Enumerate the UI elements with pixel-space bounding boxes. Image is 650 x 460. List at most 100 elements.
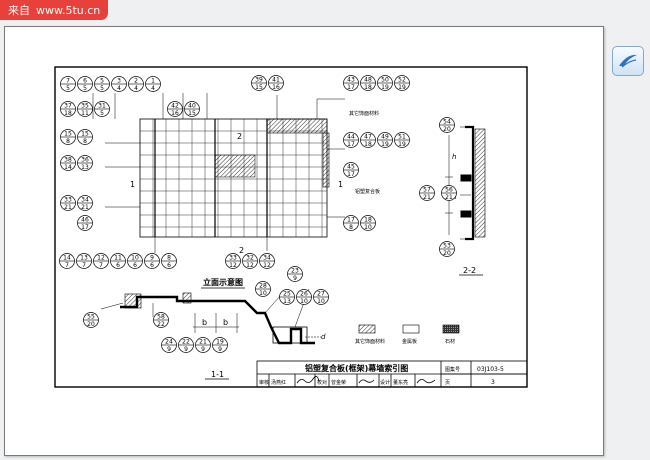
- bubble-page: 8: [83, 138, 87, 145]
- bubble-page: 9: [201, 346, 205, 353]
- bubble-number: 31: [98, 103, 106, 110]
- bubble-number: 57: [423, 187, 431, 194]
- bubble-page: 10: [364, 224, 372, 231]
- bubble-number: 34: [263, 255, 271, 262]
- bubble-number: 55: [87, 314, 95, 321]
- bubble-number: 8: [167, 255, 171, 262]
- bubble-number: 41: [272, 77, 280, 84]
- bubble-number: 43: [347, 77, 355, 84]
- title-block-atlas-label: 图集号: [445, 366, 460, 373]
- index-bubble: 239: [287, 266, 303, 282]
- elevation-grid: [139, 118, 328, 238]
- bubble-page: 14: [64, 164, 72, 171]
- bubble-page: 7: [65, 262, 69, 269]
- bubble-number: 25: [283, 291, 291, 298]
- bubble-number: 27: [317, 291, 325, 298]
- bubble-number: 28: [259, 283, 267, 290]
- dim-b-1: b: [202, 318, 207, 327]
- bubble-page: 4: [134, 85, 138, 92]
- bubble-page: 19: [381, 84, 389, 91]
- bubble-page: 16: [272, 84, 280, 91]
- bubble-page: 4: [151, 85, 155, 92]
- bubble-page: 7: [82, 262, 86, 269]
- bubble-number: 24: [165, 339, 173, 346]
- bubble-number: 36: [81, 157, 89, 164]
- legend-swatch-stone: [442, 324, 460, 334]
- bubble-number: 40: [188, 103, 196, 110]
- bubble-number: 48: [364, 77, 372, 84]
- bubble-number: 9: [150, 255, 154, 262]
- title-block-page-label: 页: [445, 380, 450, 386]
- bubble-page: 19: [398, 141, 406, 148]
- bubble-page: 21: [81, 204, 89, 211]
- bubble-number: 38: [64, 157, 72, 164]
- bubble-number: 10: [131, 255, 139, 262]
- bubble-page: 13: [81, 164, 89, 171]
- title-block-atlas-code: 03J103-5: [477, 366, 504, 373]
- label-other-material: 其它饰面材料: [349, 110, 379, 117]
- bubble-number: 14: [63, 255, 71, 262]
- bubble-page: 9: [218, 346, 222, 353]
- index-bubble: 75: [60, 76, 76, 92]
- signature-checker-icon: [358, 379, 375, 384]
- hatch-right-col: [322, 132, 330, 188]
- bubble-page: 18: [364, 141, 372, 148]
- section-mark-2-top: 2: [237, 132, 242, 141]
- index-bubble: 147: [59, 253, 75, 269]
- bubble-page: 9: [184, 346, 188, 353]
- bubble-number: 5: [100, 78, 104, 85]
- legend-other: 其它饰面材料: [355, 338, 385, 345]
- hatch-window: [214, 154, 256, 178]
- bubble-number: 52: [398, 77, 406, 84]
- title-block-title: 铝塑复合板(框架)幕墙索引图: [305, 363, 408, 373]
- index-bubble: 178: [343, 215, 359, 231]
- bubble-page: 20: [87, 321, 95, 328]
- legend-swatch-other: [358, 324, 376, 334]
- bubble-page: 17: [347, 141, 355, 148]
- hatch-top-band: [266, 118, 328, 134]
- title-design-label: 设计: [380, 379, 390, 386]
- section-mark-2-bottom: 2: [239, 246, 244, 255]
- bubble-page: 17: [81, 224, 89, 231]
- bubble-page: 6: [133, 262, 137, 269]
- bubble-page: 21: [423, 194, 431, 201]
- bubble-number: 54: [443, 119, 451, 126]
- bubble-page: 20: [443, 250, 451, 257]
- section-22-caption: 2-2: [463, 266, 476, 275]
- bubble-number: 42: [171, 103, 179, 110]
- signature-designer-icon: [416, 379, 436, 384]
- back-swoosh-button[interactable]: [612, 46, 644, 76]
- bubble-number: 33: [64, 197, 72, 204]
- bubble-number: 53: [443, 243, 451, 250]
- bubble-number: 33: [229, 255, 237, 262]
- bubble-number: 37: [64, 103, 72, 110]
- index-bubble: 199: [212, 337, 228, 353]
- index-bubble: 55: [94, 76, 110, 92]
- dim-b-2: b: [223, 318, 228, 327]
- bubble-number: 49: [381, 134, 389, 141]
- section-mark-1-right: 1: [338, 180, 343, 189]
- bubble-page: 10: [317, 298, 325, 305]
- bubble-number: 32: [246, 255, 254, 262]
- legend-stone: 石材: [445, 338, 455, 345]
- swoosh-icon: [619, 54, 637, 68]
- bubble-number: 34: [81, 197, 89, 204]
- title-reviewer: 汤燕红: [271, 379, 286, 386]
- bubble-page: 21: [445, 194, 453, 201]
- bubble-page: 20: [443, 126, 451, 133]
- bubble-page: 18: [64, 110, 72, 117]
